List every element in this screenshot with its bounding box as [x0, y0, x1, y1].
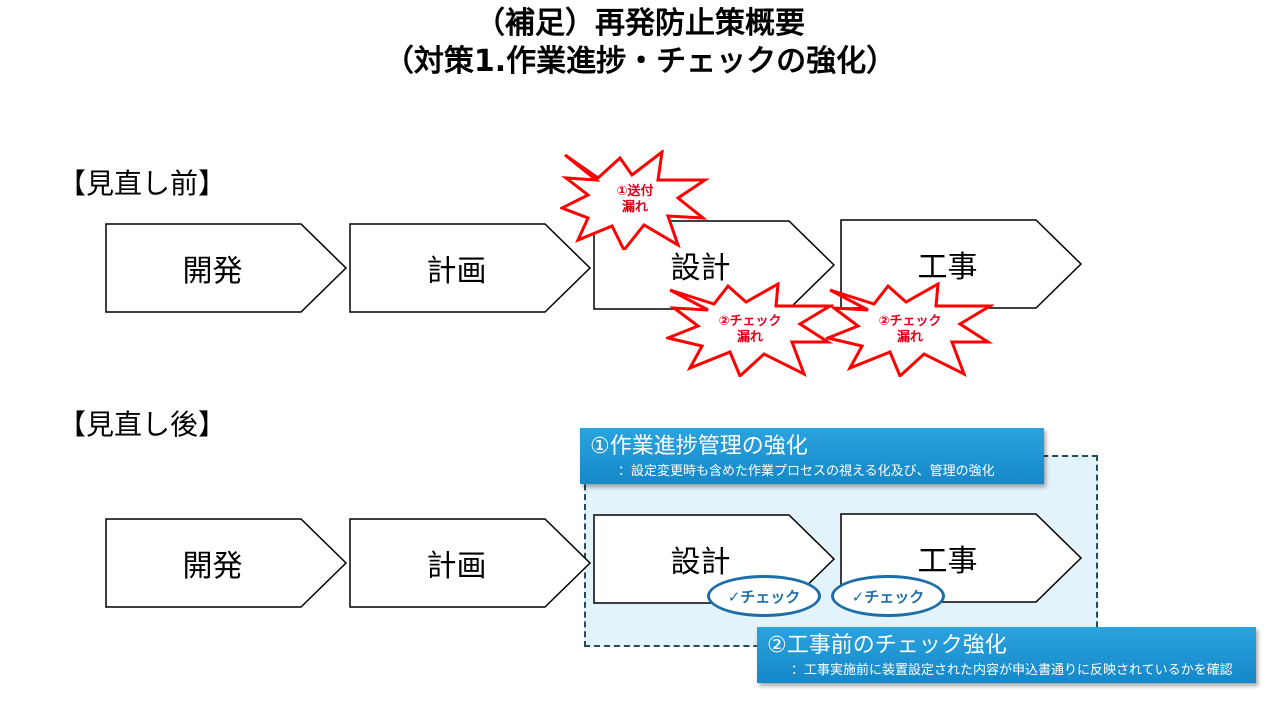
explosion-burst-icon	[826, 282, 994, 377]
before-section-label: 【見直し前】	[58, 167, 227, 200]
chevron-shape	[105, 223, 348, 313]
burst-text-line-1: ②チェック	[718, 313, 782, 329]
after-step-development: 開発	[105, 518, 348, 608]
burst-text-line-2: 漏れ	[896, 329, 923, 345]
callout-subtitle: ：工事実施前に装置設定された内容が申込書通りに反映されているかを確認	[791, 663, 1233, 678]
after-step-planning: 計画	[349, 518, 592, 608]
step-label: 工事	[917, 544, 978, 579]
step-label: 設計	[670, 251, 731, 286]
before-step-development: 開発	[105, 223, 348, 313]
chevron-shape	[349, 223, 592, 313]
explosion-burst-icon	[666, 282, 834, 377]
callout-pre-construction-check: ②工事前のチェック強化 ：工事実施前に装置設定された内容が申込書通りに反映されて…	[757, 627, 1256, 683]
burst-text-line-2: 漏れ	[736, 329, 763, 345]
step-label: 設計	[670, 545, 731, 580]
callout-title: ②工事前のチェック強化	[767, 633, 1007, 658]
callout-progress-management: ①作業進捗管理の強化 ：設定変更時も含めた作業プロセスの視える化及び、管理の強化	[580, 428, 1044, 484]
chevron-shape	[349, 518, 592, 608]
before-step-planning: 計画	[349, 223, 592, 313]
burst-check-omission-design: ②チェック 漏れ	[666, 282, 834, 377]
step-label: 開発	[182, 549, 243, 584]
burst-check-omission-construction: ②チェック 漏れ	[826, 282, 994, 377]
step-label: 工事	[917, 250, 978, 285]
step-label: 計画	[426, 254, 487, 289]
check-badge-construction: ✓チェック	[831, 575, 945, 617]
chevron-shape	[105, 518, 348, 608]
burst-text-line-1: ①送付	[616, 184, 654, 199]
callout-subtitle: ：設定変更時も含めた作業プロセスの視える化及び、管理の強化	[618, 464, 995, 479]
burst-send-omission: ①送付 漏れ	[560, 150, 710, 250]
callout-title: ①作業進捗管理の強化	[590, 434, 808, 459]
title-line-2: （対策1.作業進捗・チェックの強化）	[383, 44, 897, 79]
after-section-label: 【見直し後】	[58, 408, 227, 441]
check-badge-design: ✓チェック	[707, 575, 821, 617]
explosion-burst-icon	[560, 150, 710, 250]
title-line-1: （補足）再発防止策概要	[475, 6, 805, 41]
step-label: 開発	[182, 254, 243, 289]
burst-text-line-2: 漏れ	[621, 200, 648, 215]
step-label: 計画	[426, 549, 487, 584]
burst-text-line-1: ②チェック	[878, 313, 942, 329]
